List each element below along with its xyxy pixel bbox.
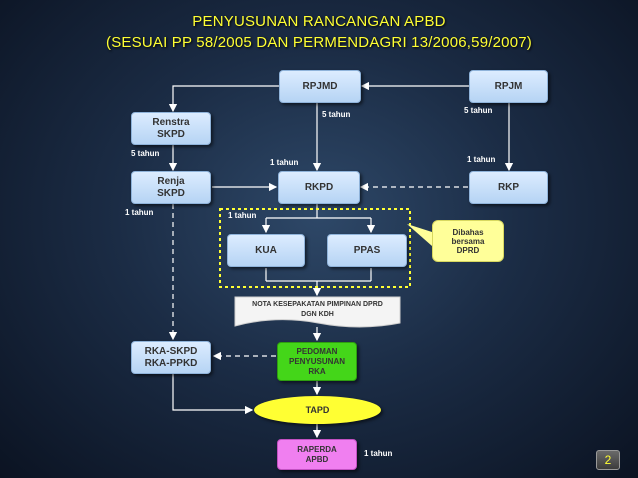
- raperda-line-2: APBD: [305, 454, 329, 464]
- node-tapd: TAPD: [254, 396, 381, 424]
- label-raperda-1-tahun: 1 tahun: [364, 449, 393, 458]
- label-rpjm-5-tahun: 5 tahun: [464, 106, 493, 115]
- title-line-2: (SESUAI PP 58/2005 DAN PERMENDAGRI 13/20…: [106, 34, 532, 51]
- arrow-rpjmd-renstra: [168, 85, 279, 113]
- renstra-line-2: SKPD: [157, 128, 185, 140]
- raperda-line-1: RAPERDA: [297, 444, 337, 454]
- pedoman-line-2: PENYUSUNAN: [288, 356, 345, 366]
- node-rka: RKA-SKPD RKA-PPKD: [131, 341, 211, 374]
- node-kua: KUA: [227, 234, 305, 267]
- nota-shape: [234, 296, 401, 328]
- node-rpjm: RPJM: [469, 70, 548, 103]
- note-dibahas-dprd: Dibahas bersama DPRD: [432, 220, 504, 262]
- callout-pointer: [407, 224, 432, 246]
- kua-ppas-frame: [219, 208, 411, 288]
- renstra-line-1: Renstra: [152, 116, 190, 128]
- label-rkp-1-tahun: 1 tahun: [467, 155, 496, 164]
- node-rkp: RKP: [469, 171, 548, 204]
- dibahas-line-2: bersama: [451, 236, 485, 246]
- label-renstra-5-tahun: 5 tahun: [131, 149, 160, 158]
- node-ppas: PPAS: [327, 234, 407, 267]
- label-rpjmd-5-tahun: 5 tahun: [322, 110, 351, 119]
- pedoman-line-3: RKA: [308, 366, 326, 376]
- label-renja-1-tahun: 1 tahun: [125, 208, 154, 217]
- node-rkpd: RKPD: [278, 171, 360, 204]
- node-rpjmd: RPJMD: [279, 70, 361, 103]
- dibahas-line-1: Dibahas: [452, 227, 484, 237]
- renja-line-2: SKPD: [157, 187, 185, 199]
- node-raperda-apbd: RAPERDA APBD: [277, 439, 357, 470]
- nota-line-2: DGN KDH: [301, 311, 334, 318]
- arrow-rka-tapd: [172, 374, 254, 415]
- page-number: 2: [596, 450, 620, 470]
- pedoman-line-1: PEDOMAN: [296, 346, 338, 356]
- title-line-1: PENYUSUNAN RANCANGAN APBD: [192, 13, 446, 30]
- dibahas-line-3: DPRD: [456, 245, 480, 255]
- renja-line-1: Renja: [157, 175, 185, 187]
- node-renstra-skpd: Renstra SKPD: [131, 112, 211, 145]
- node-nota-kesepakatan: NOTA KESEPAKATAN PIMPINAN DPRD DGN KDH: [235, 298, 400, 322]
- label-rkpd-1-tahun: 1 tahun: [270, 158, 299, 167]
- node-renja-skpd: Renja SKPD: [131, 171, 211, 204]
- node-pedoman-penyusunan-rka: PEDOMAN PENYUSUNAN RKA: [277, 342, 357, 381]
- rka-line-1: RKA-SKPD: [144, 345, 198, 357]
- label-kua-ppas-1-tahun: 1 tahun: [228, 211, 257, 220]
- nota-line-1: NOTA KESEPAKATAN PIMPINAN DPRD: [252, 301, 383, 308]
- rka-line-2: RKA-PPKD: [144, 357, 198, 369]
